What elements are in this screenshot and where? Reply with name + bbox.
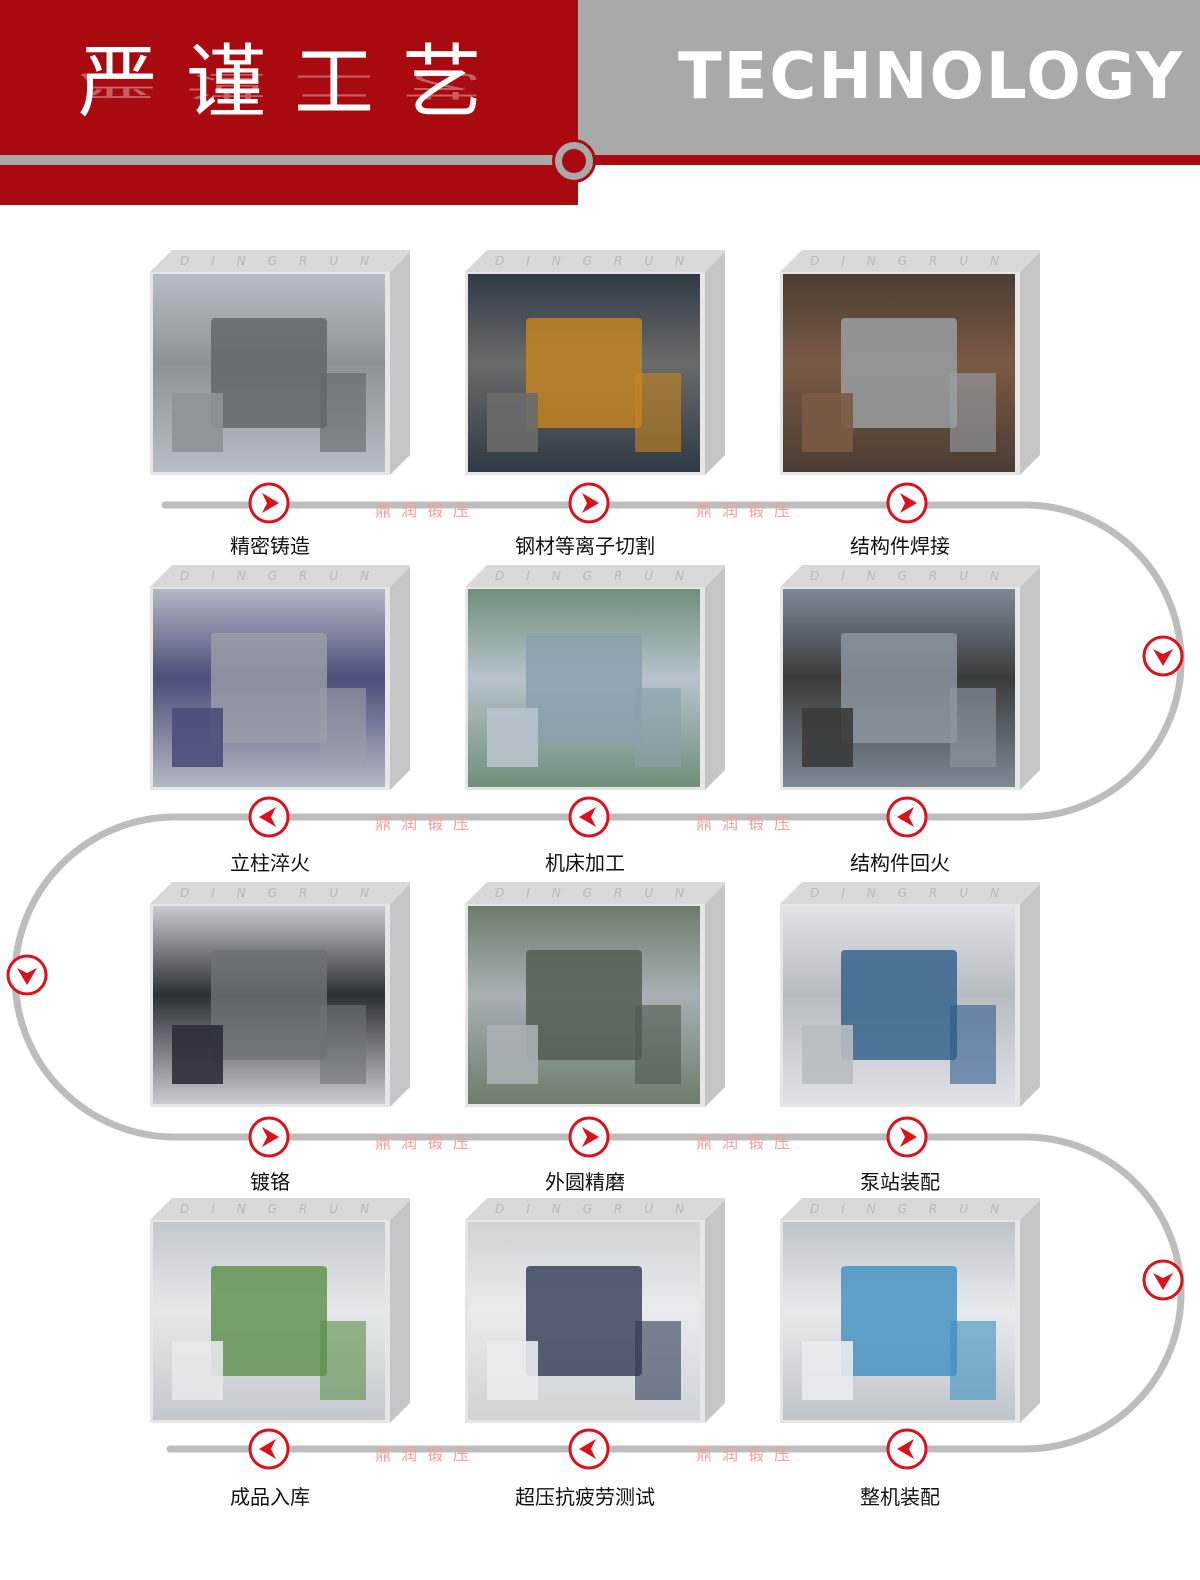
arrow-right-icon	[248, 482, 290, 524]
header-divider-knob	[552, 139, 596, 183]
process-photo	[468, 1222, 700, 1420]
arrow-down-icon	[1142, 1259, 1184, 1301]
card-brand-text: DINGRUN	[495, 569, 707, 583]
arrow-left-icon	[248, 1428, 290, 1470]
watermark-text: 鼎润锻压	[696, 1445, 801, 1464]
watermark-text: 鼎润锻压	[375, 814, 480, 833]
card-brand-text: DINGRUN	[810, 569, 1022, 583]
process-step-card: DINGRUN	[465, 1198, 725, 1423]
header-divider-knob-center	[562, 149, 586, 173]
arrow-down-icon	[6, 954, 48, 996]
process-photo	[153, 906, 385, 1104]
card-brand-text: DINGRUN	[495, 886, 707, 900]
process-photo	[783, 274, 1015, 472]
process-step-label: 立柱淬火	[230, 851, 310, 875]
arrow-left-icon	[568, 796, 610, 838]
process-step-label: 成品入库	[230, 1485, 310, 1509]
process-step-card: DINGRUN	[780, 250, 1040, 475]
card-brand-text: DINGRUN	[810, 254, 1022, 268]
process-step-card: DINGRUN	[780, 1198, 1040, 1423]
page-title-en: TECHNOLOGY	[678, 40, 1185, 114]
arrow-right-icon	[886, 482, 928, 524]
process-photo	[468, 906, 700, 1104]
process-step-card: DINGRUN	[150, 1198, 410, 1423]
arrow-left-icon	[886, 796, 928, 838]
watermark-text: 鼎润锻压	[696, 501, 801, 520]
process-step-label: 镀铬	[250, 1170, 290, 1194]
arrow-right-icon	[886, 1116, 928, 1158]
process-step-card: DINGRUN	[150, 882, 410, 1107]
process-photo	[783, 1222, 1015, 1420]
card-brand-text: DINGRUN	[810, 886, 1022, 900]
process-photo	[468, 274, 700, 472]
process-step-label: 钢材等离子切割	[515, 534, 655, 558]
process-step-label: 外圆精磨	[545, 1170, 625, 1194]
process-photo	[783, 906, 1015, 1104]
arrow-left-icon	[886, 1428, 928, 1470]
process-step-label: 精密铸造	[230, 534, 310, 558]
process-step-card: DINGRUN	[465, 882, 725, 1107]
header-divider-gray	[0, 155, 570, 165]
arrow-right-icon	[568, 1116, 610, 1158]
card-brand-text: DINGRUN	[810, 1202, 1022, 1216]
process-step-card: DINGRUN	[150, 250, 410, 475]
card-brand-text: DINGRUN	[180, 1202, 392, 1216]
process-step-label: 泵站装配	[860, 1170, 940, 1194]
process-photo	[468, 589, 700, 787]
watermark-text: 鼎润锻压	[696, 1133, 801, 1152]
watermark-text: 鼎润锻压	[696, 814, 801, 833]
card-brand-text: DINGRUN	[180, 254, 392, 268]
process-photo	[783, 589, 1015, 787]
page-header: 严谨工艺 严谨工艺 TECHNOLOGY	[0, 0, 1200, 205]
process-step-card: DINGRUN	[780, 565, 1040, 790]
process-photo	[153, 274, 385, 472]
arrow-right-icon	[248, 1116, 290, 1158]
card-brand-text: DINGRUN	[495, 1202, 707, 1216]
process-step-card: DINGRUN	[150, 565, 410, 790]
card-brand-text: DINGRUN	[180, 886, 392, 900]
process-step-card: DINGRUN	[465, 565, 725, 790]
header-red-panel	[0, 0, 578, 205]
header-divider-red	[590, 155, 1200, 165]
process-photo	[153, 589, 385, 787]
process-step-label: 结构件焊接	[850, 534, 950, 558]
page-title-cn: 严谨工艺	[78, 36, 510, 129]
arrow-left-icon	[248, 796, 290, 838]
card-brand-text: DINGRUN	[180, 569, 392, 583]
process-step-card: DINGRUN	[465, 250, 725, 475]
watermark-text: 鼎润锻压	[375, 1445, 480, 1464]
arrow-right-icon	[568, 482, 610, 524]
process-step-label: 机床加工	[545, 851, 625, 875]
watermark-text: 鼎润锻压	[375, 1133, 480, 1152]
arrow-down-icon	[1142, 635, 1184, 677]
process-step-card: DINGRUN	[780, 882, 1040, 1107]
process-step-label: 结构件回火	[850, 851, 950, 875]
header-white-strip	[578, 162, 1200, 205]
watermark-text: 鼎润锻压	[375, 501, 480, 520]
process-photo	[153, 1222, 385, 1420]
arrow-left-icon	[568, 1428, 610, 1470]
process-step-label: 整机装配	[860, 1485, 940, 1509]
card-brand-text: DINGRUN	[495, 254, 707, 268]
process-step-label: 超压抗疲劳测试	[515, 1485, 655, 1509]
